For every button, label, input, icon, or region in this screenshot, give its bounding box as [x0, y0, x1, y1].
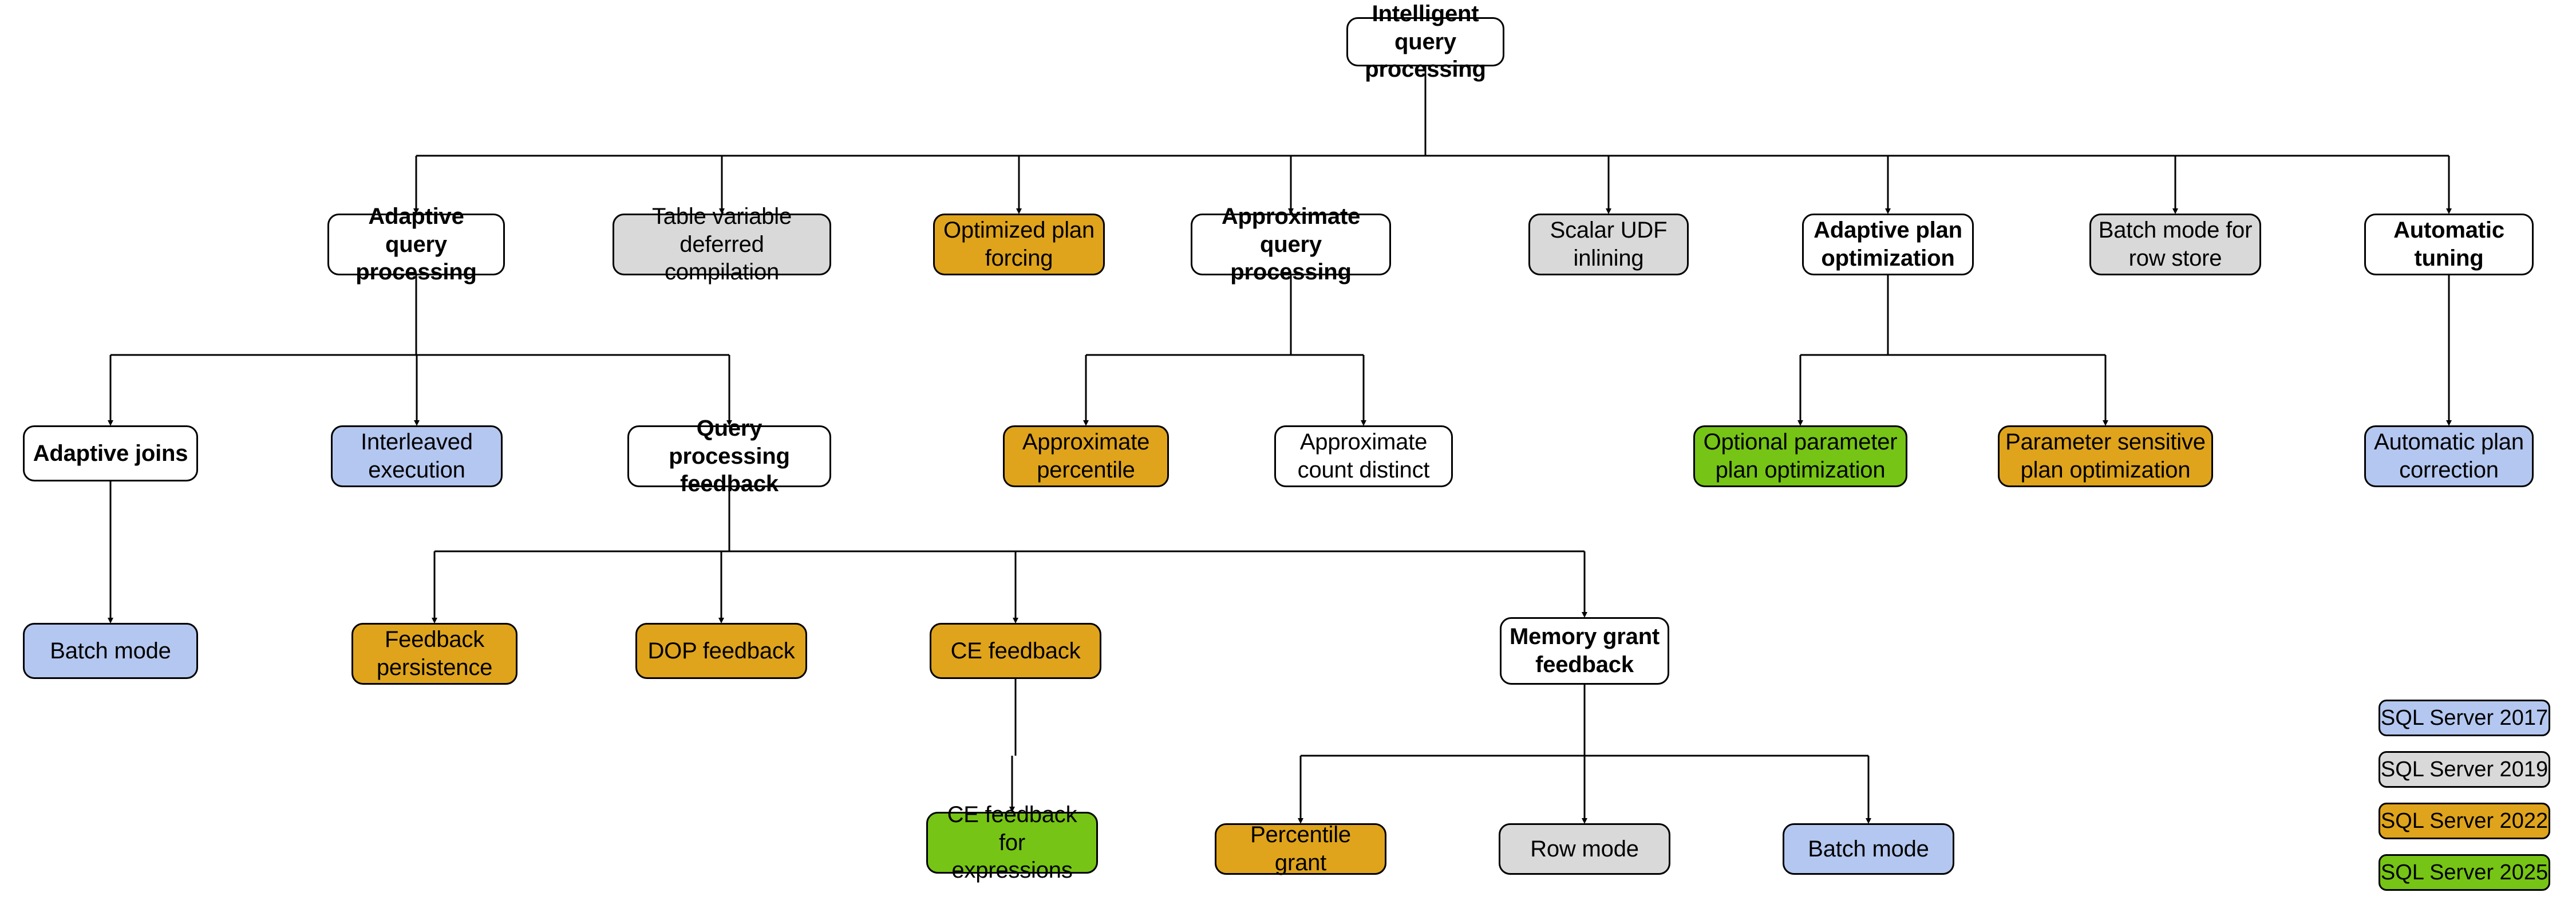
- legend-item-sql-server-2017: SQL Server 2017: [2379, 700, 2550, 736]
- legend-item-sql-server-2025: SQL Server 2025: [2379, 854, 2550, 891]
- node-root[interactable]: Intelligent query processing: [1346, 1, 1504, 82]
- node-feedbackpers[interactable]: Feedback persistence: [351, 623, 517, 685]
- node-oppo[interactable]: Optional parameter plan optimization: [1693, 425, 1907, 487]
- node-interleaved[interactable]: Interleaved execution: [331, 425, 503, 487]
- node-rowmode[interactable]: Row mode: [1499, 823, 1670, 875]
- node-cefeedback[interactable]: CE feedback: [930, 623, 1101, 679]
- node-dopfeedback[interactable]: DOP feedback: [635, 623, 807, 679]
- node-pctgrant[interactable]: Percentile grant: [1215, 822, 1386, 875]
- node-adaptivejoins[interactable]: Adaptive joins: [23, 425, 198, 481]
- node-batchmode1[interactable]: Batch mode: [23, 623, 198, 679]
- node-autotune[interactable]: Automatic tuning: [2364, 214, 2534, 275]
- node-apc[interactable]: Automatic plan correction: [2364, 425, 2534, 487]
- node-batchmode2[interactable]: Batch mode: [1783, 823, 1954, 875]
- node-pspo[interactable]: Parameter sensitive plan optimization: [1998, 425, 2213, 487]
- node-bmrs[interactable]: Batch mode for row store: [2089, 214, 2261, 275]
- node-approxpct[interactable]: Approximate percentile: [1003, 425, 1169, 487]
- node-ceexpr[interactable]: CE feedback for expressions: [926, 802, 1098, 883]
- node-apo[interactable]: Adaptive plan optimization: [1802, 214, 1974, 275]
- node-memgrant[interactable]: Memory grant feedback: [1500, 617, 1669, 685]
- node-opf[interactable]: Optimized plan forcing: [933, 214, 1105, 275]
- legend-item-sql-server-2019: SQL Server 2019: [2379, 751, 2550, 788]
- node-qpf[interactable]: Query processing feedback: [627, 416, 831, 496]
- node-approxcount[interactable]: Approximate count distinct: [1274, 425, 1453, 487]
- node-tvdc[interactable]: Table variable deferred compilation: [613, 204, 831, 285]
- node-udf[interactable]: Scalar UDF inlining: [1528, 214, 1689, 275]
- node-aqp[interactable]: Adaptive query processing: [327, 204, 505, 285]
- node-approxqp[interactable]: Approximate query processing: [1191, 204, 1391, 285]
- legend-item-sql-server-2022: SQL Server 2022: [2379, 803, 2550, 839]
